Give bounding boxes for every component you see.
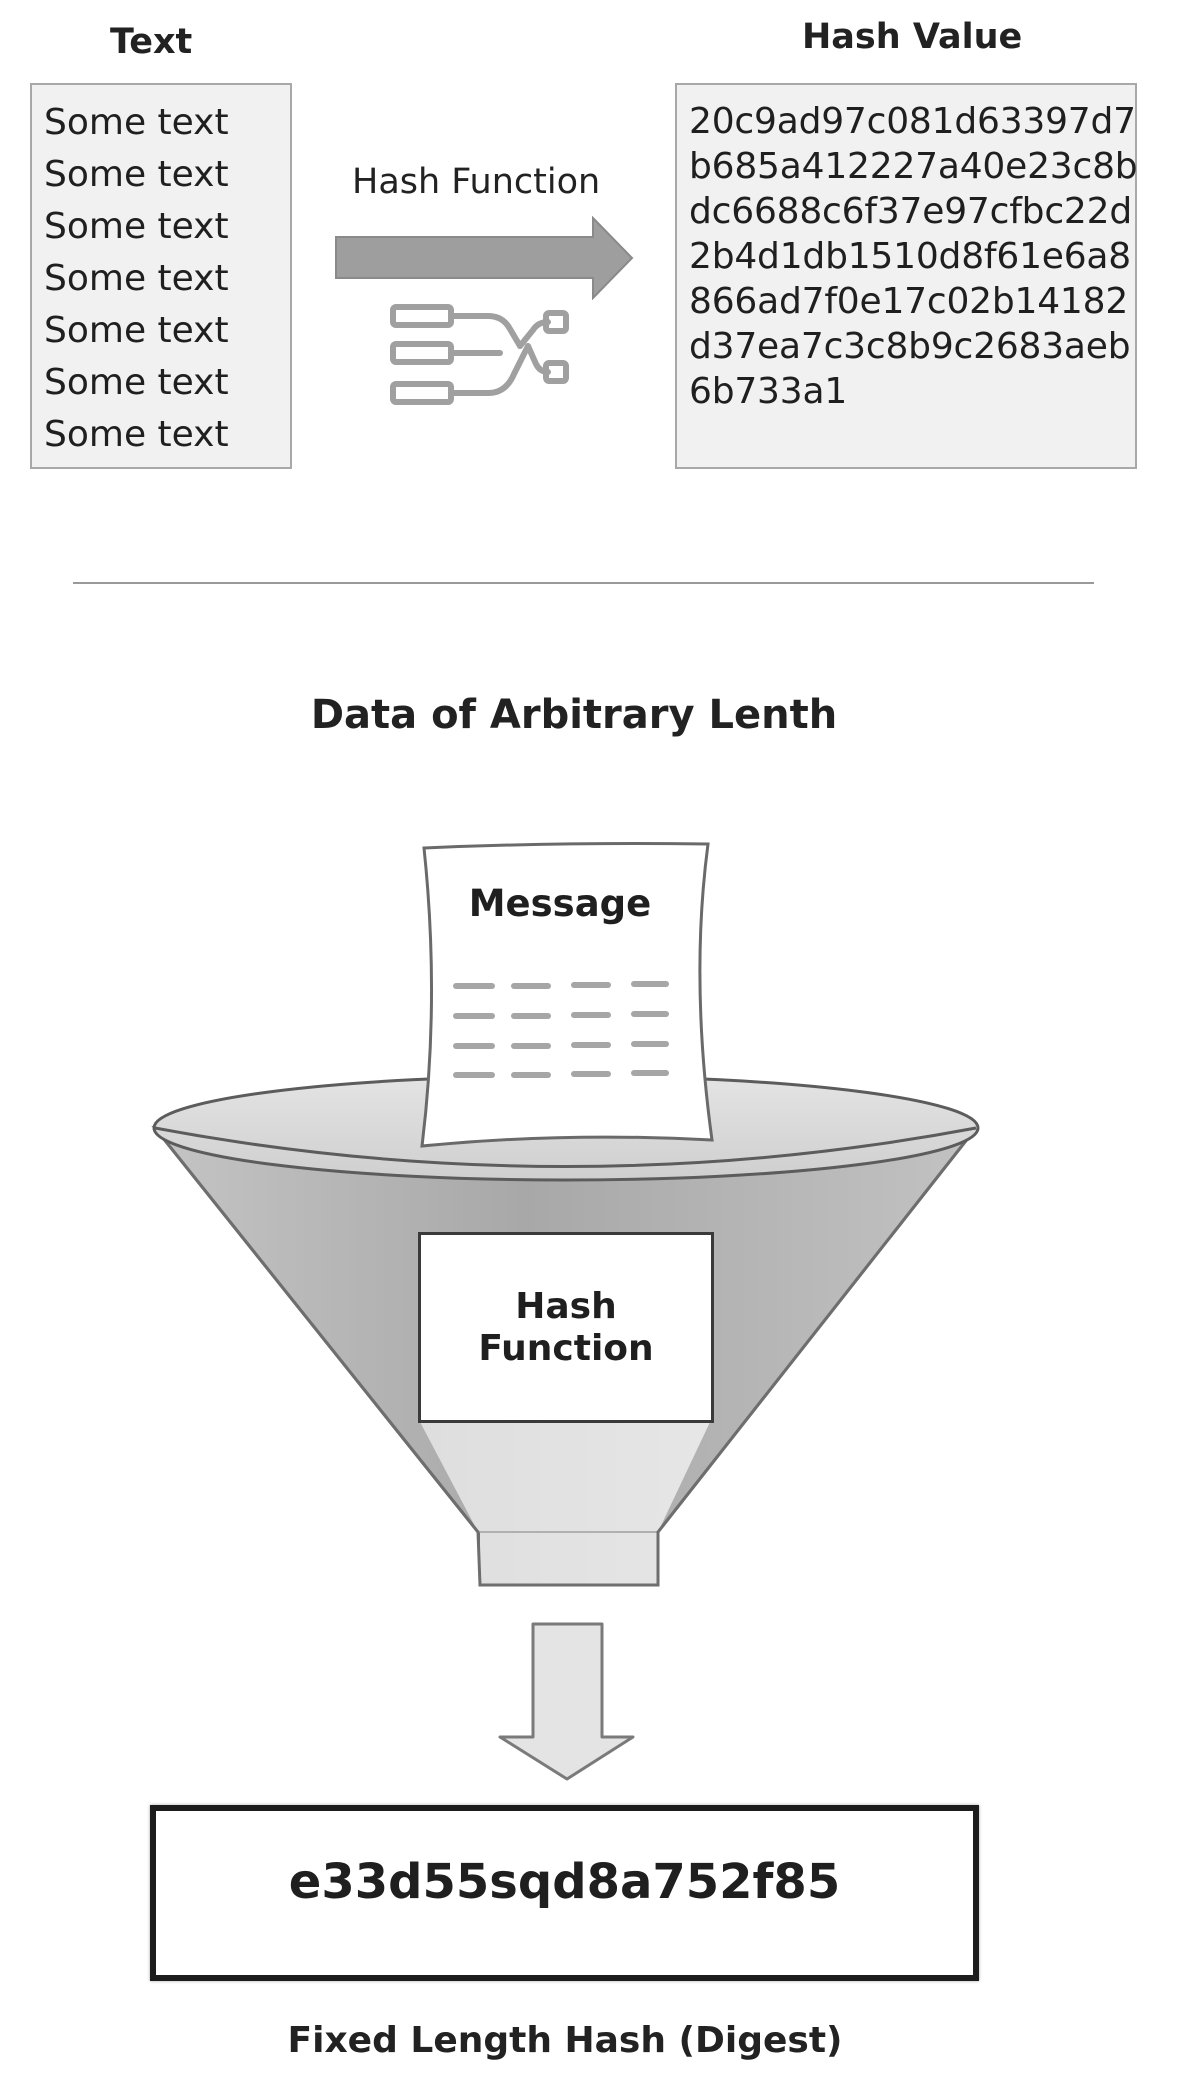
text-line: Some text	[44, 310, 229, 351]
hash-flow-icon	[390, 304, 569, 405]
digest-value: e33d55sqd8a752f85	[288, 1854, 841, 1910]
message-label: Message	[468, 882, 652, 925]
hash-value-heading: Hash Value	[802, 17, 1023, 57]
hash-line: d37ea7c3c8b9c2683aeb	[689, 326, 1131, 367]
hash-line: 6b733a1	[689, 371, 848, 412]
input-text-box: Some text Some text Some text Some text …	[30, 83, 292, 469]
hash-line: dc6688c6f37e97cfbc22d	[689, 191, 1132, 232]
section-divider	[73, 582, 1094, 584]
hash-function-label: Hash Function	[352, 162, 601, 202]
text-line: Some text	[44, 102, 229, 143]
text-line: Some text	[44, 414, 229, 455]
hash-line: 2b4d1db1510d8f61e6a8	[689, 236, 1131, 277]
right-arrow-icon	[335, 216, 634, 300]
arbitrary-data-title: Data of Arbitrary Lenth	[310, 692, 838, 738]
text-line: Some text	[44, 362, 229, 403]
hash-function-text: Hash Function	[478, 1285, 654, 1369]
hash-line: b685a412227a40e23c8b	[689, 146, 1138, 187]
digest-box: e33d55sqd8a752f85	[150, 1805, 979, 1981]
hash-line: 866ad7f0e17c02b14182	[689, 281, 1129, 322]
text-line: Some text	[44, 258, 229, 299]
down-arrow-icon	[498, 1622, 635, 1781]
text-heading: Text	[110, 22, 193, 62]
hash-value-box: 20c9ad97c081d63397d7 b685a412227a40e23c8…	[675, 83, 1138, 469]
digest-caption: Fixed Length Hash (Digest)	[287, 2020, 843, 2061]
hash-function-box: Hash Function	[418, 1232, 714, 1423]
text-line: Some text	[44, 206, 229, 247]
document-icon	[420, 842, 714, 1148]
text-line: Some text	[44, 154, 229, 195]
hash-line: 20c9ad97c081d63397d7	[689, 101, 1136, 142]
